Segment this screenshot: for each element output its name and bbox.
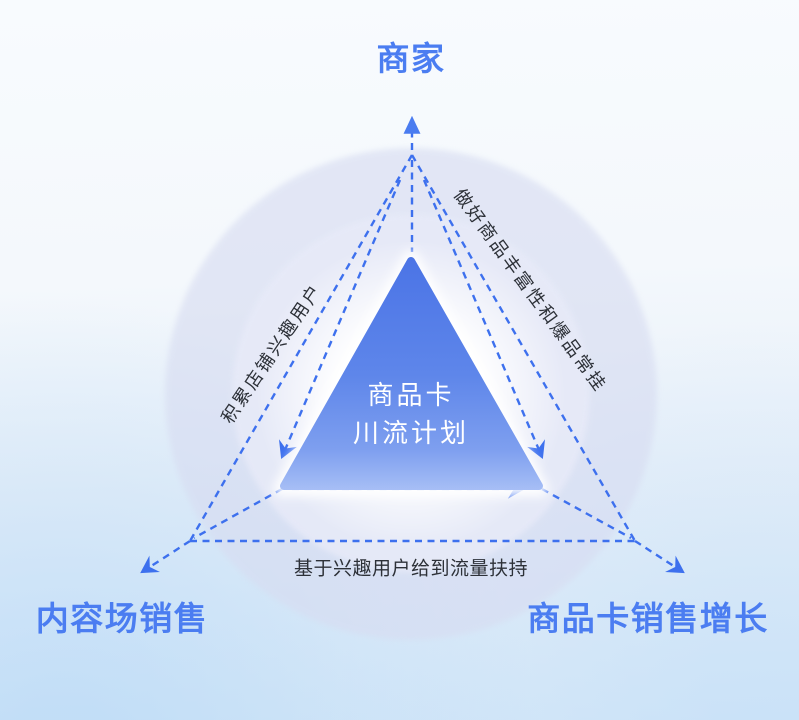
flow-line-corner-left [193, 487, 283, 540]
flow-arrow-right-icon [422, 179, 546, 459]
vertex-arrows [140, 115, 685, 574]
core-title-line2: 川流计划 [352, 418, 470, 448]
arrow-down-right-icon [634, 539, 685, 574]
arrow-down-left-icon [140, 539, 191, 574]
flow-line-corner-right [541, 487, 632, 540]
core-title: 商品卡 川流计划 [353, 376, 469, 452]
core-title-line1: 商品卡 [367, 380, 455, 410]
label-edge-bottom: 基于兴趣用户给到流量扶持 [293, 558, 529, 580]
label-content-sales: 内容场销售 [35, 600, 209, 637]
core-triangle [280, 257, 543, 490]
flow-arrow-left-icon [278, 179, 402, 459]
label-merchant: 商家 [376, 40, 446, 77]
label-product-card-growth: 商品卡销售增长 [527, 600, 769, 637]
